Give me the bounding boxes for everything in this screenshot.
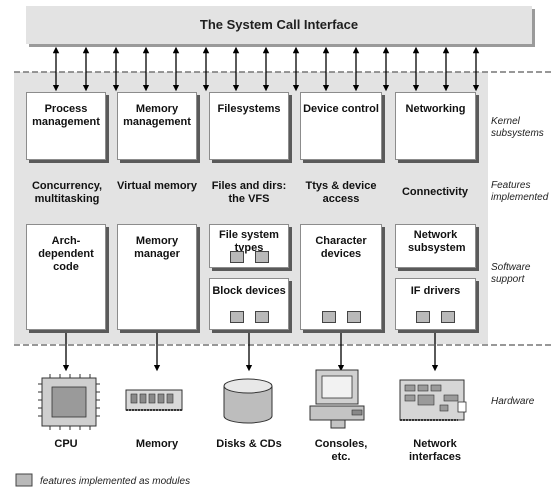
- feature-vfs: Files and dirs: the VFS: [211, 180, 287, 205]
- module-indicator: [441, 311, 455, 323]
- module-indicator: [322, 311, 336, 323]
- module-indicator: [255, 311, 269, 323]
- hardware-label-network-interfaces: Network interfaces: [409, 438, 461, 463]
- hardware-label-cpu: CPU: [54, 438, 78, 450]
- file-system-types-box: File system types: [209, 224, 289, 268]
- memory-manager-box: Memory manager: [117, 224, 197, 330]
- legend-text: features implemented as modules: [40, 476, 191, 487]
- memory-icon: [125, 389, 183, 411]
- hardware-label-memory: Memory: [135, 438, 179, 450]
- arch-dependent-code-box: Arch-dependent code: [26, 224, 106, 330]
- module-indicator: [230, 251, 244, 263]
- syscall-arrows: [52, 46, 480, 92]
- network-subsystem-box: Network subsystem: [395, 224, 476, 268]
- filesystems-box: Filesystems: [209, 92, 289, 160]
- cpu-icon: [38, 374, 100, 430]
- module-indicator: [416, 311, 430, 323]
- hardware-label-disks: Disks & CDs: [216, 438, 282, 450]
- side-label-software-support: Software support: [491, 262, 531, 285]
- hardware-label-consoles: Consoles, etc.: [314, 438, 368, 463]
- console-icon: [309, 369, 365, 429]
- system-call-interface: The System Call Interface: [26, 6, 532, 44]
- network-card-icon: [399, 379, 467, 421]
- module-indicator: [347, 311, 361, 323]
- device-control-box: Device control: [300, 92, 382, 160]
- side-label-features-implemented: Features implemented: [491, 180, 549, 203]
- hardware-arrows: [62, 332, 439, 372]
- block-devices-box: Block devices: [209, 278, 289, 330]
- process-management-box: Process management: [26, 92, 106, 160]
- side-label-hardware: Hardware: [491, 396, 535, 407]
- feature-connectivity: Connectivity: [401, 186, 468, 198]
- legend-swatch: [15, 473, 33, 487]
- module-indicator: [230, 311, 244, 323]
- feature-concurrency: Concurrency, multitasking: [31, 180, 103, 205]
- networking-box: Networking: [395, 92, 476, 160]
- file-system-types-label: File system types: [219, 229, 279, 254]
- feature-device-access: Ttys & device access: [305, 180, 377, 205]
- module-indicator: [255, 251, 269, 263]
- memory-management-box: Memory management: [117, 92, 197, 160]
- disk-icon: [223, 378, 273, 424]
- if-drivers-box: IF drivers: [395, 278, 476, 330]
- side-label-kernel-subsystems: Kernel subsystems: [491, 116, 544, 139]
- feature-virtual-memory: Virtual memory: [117, 180, 197, 192]
- character-devices-box: Character devices: [300, 224, 382, 330]
